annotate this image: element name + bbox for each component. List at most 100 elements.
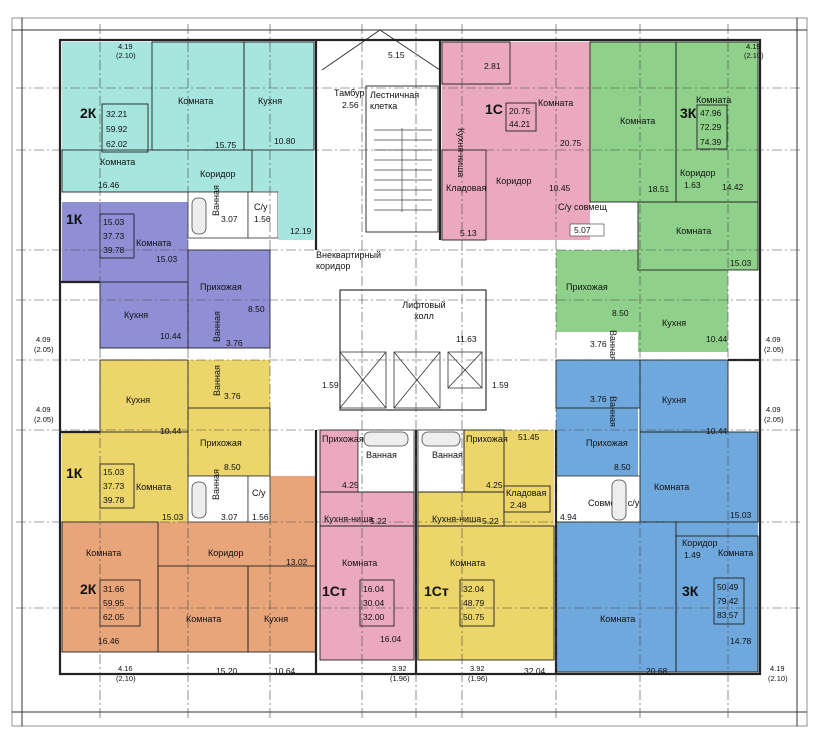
area-with-balcony: 39.78	[103, 495, 125, 505]
area-living: 47.96	[700, 108, 722, 118]
area-total: 48.79	[463, 598, 485, 608]
room-area: 3.07	[221, 512, 238, 522]
dim-text: (2.05)	[764, 415, 784, 424]
area-living: 16.04	[363, 584, 385, 594]
room-label: Кухня-ниша	[324, 514, 373, 524]
room-area: 5.13	[460, 228, 477, 238]
room-label: Прихожая	[200, 282, 242, 292]
room-area: 3.76	[226, 338, 243, 348]
apartment-1c-top: 2.81 1С 20.75 44.21 Комната 20.75 Коридо…	[441, 41, 590, 241]
room-label: Комната	[676, 226, 711, 236]
room-label: Прихожая	[586, 438, 628, 448]
room-area: 10.80	[274, 136, 296, 146]
room-label: Комната	[654, 482, 689, 492]
apartment-3k-top: Комната 18.51 3К Комната 47.96 72.29 74.…	[556, 41, 759, 361]
dim-text: 3.92	[392, 664, 407, 673]
apartment-1k-top: 1К 15.03 37.73 39.78 Комната 15.03 Прихо…	[62, 202, 271, 349]
room-label: Ванная	[211, 185, 221, 216]
room-label: Ванная	[608, 330, 618, 361]
dim-text: (2.05)	[764, 345, 784, 354]
room-label: С/у	[252, 488, 266, 498]
room-area: 3.07	[221, 214, 238, 224]
room-label: Кухня	[126, 395, 150, 405]
room-area: 2.56	[342, 100, 359, 110]
room-label: Кухня-ниша	[432, 514, 481, 524]
outer-dimensions: 4.19 (2.10) 4.19 (2.10) 4.09 (2.05) 4.09…	[34, 42, 788, 683]
room-label: Комната	[86, 548, 121, 558]
area-total: 59.95	[103, 598, 125, 608]
room-label: С/у совмещ	[558, 202, 607, 212]
apt-type: 1С	[485, 101, 503, 117]
apt-type: 1К	[66, 465, 83, 481]
room-label: Коридор	[208, 548, 244, 558]
grid-axes	[16, 24, 802, 720]
room-area: 3.76	[590, 339, 607, 349]
room-area: 8.50	[224, 462, 241, 472]
room-area: 1.59	[492, 380, 509, 390]
room-area: 15.75	[215, 140, 237, 150]
dim-text: 4.19	[118, 42, 133, 51]
area-total: 37.73	[103, 481, 125, 491]
room-label: Комната	[178, 96, 213, 106]
room-label: Кухня	[264, 614, 288, 624]
room-area: 15.03	[730, 510, 752, 520]
dim-text: 3.92	[470, 664, 485, 673]
top-dimension: 5.15	[388, 50, 405, 60]
room-area: 4.94	[560, 512, 577, 522]
room-area: 32.04	[524, 666, 546, 676]
room-area: 51.45	[518, 432, 540, 442]
room-area: 15.03	[162, 512, 184, 522]
area-with-balcony: 50.75	[463, 612, 485, 622]
dim-text: 4.09	[36, 405, 51, 414]
room-area: 10.44	[160, 331, 182, 341]
room-area: 18.51	[648, 184, 670, 194]
room-label: С/у	[254, 202, 268, 212]
room-label: Прихожая	[322, 434, 364, 444]
room-label: Кладовая	[446, 183, 486, 193]
dim-text: 4.09	[766, 405, 781, 414]
dim-text: 4.16	[118, 664, 133, 673]
room-label: Комната	[718, 548, 753, 558]
dim-text: 4.09	[36, 335, 51, 344]
room-area: 16.46	[98, 180, 120, 190]
dim-text: (1.96)	[390, 674, 410, 683]
room-label: Ванная	[366, 450, 397, 460]
apt-type: 1Ст	[322, 583, 347, 599]
stair-label: Лестничная клетка	[370, 90, 420, 111]
area-living: 32.21	[106, 109, 128, 119]
room-area: 1.49	[684, 550, 701, 560]
room-area: 8.50	[612, 308, 629, 318]
room-area: 20.68	[646, 666, 668, 676]
bathtub-icon	[191, 197, 207, 235]
room-label: Комната	[538, 98, 573, 108]
wet-rooms-top-left: 3.07 С/у 1.56 12.19 Ванная	[187, 185, 314, 240]
dim-text: (2.10)	[116, 674, 136, 683]
room-area: 2.48	[510, 500, 527, 510]
room-label: Комната	[600, 614, 635, 624]
room-area: 10.44	[706, 426, 728, 436]
area-living: 31.66	[103, 584, 125, 594]
room-area: 4.25	[342, 480, 359, 490]
room-area: 14.78	[730, 636, 752, 646]
room-label: Ванная	[608, 396, 618, 427]
room-label: Кладовая	[506, 488, 546, 498]
room-area: 16.04	[380, 634, 402, 644]
room-area: 2.81	[484, 61, 501, 71]
room-label: Прихожая	[200, 438, 242, 448]
area-living: 15.03	[103, 217, 125, 227]
area-living: 32.04	[463, 584, 485, 594]
room-label: Тамбур	[334, 88, 365, 98]
apt-type: 2К	[80, 581, 97, 597]
room-area: 15.20	[216, 666, 238, 676]
area-total: 37.73	[103, 231, 125, 241]
room-label: Коридор	[680, 168, 716, 178]
room-area: 20.75	[560, 138, 582, 148]
core: 5.15 Тамбур 2.56 Лестничная клетка Внекв…	[316, 29, 540, 442]
area-with-balcony: 62.02	[106, 139, 128, 149]
room-area: 8.50	[614, 462, 631, 472]
room-label: Прихожая	[466, 434, 508, 444]
area-living: 15.03	[103, 467, 125, 477]
room-area: 4.25	[486, 480, 503, 490]
room-area: 5.22	[482, 516, 499, 526]
room-label: Комната	[186, 614, 221, 624]
